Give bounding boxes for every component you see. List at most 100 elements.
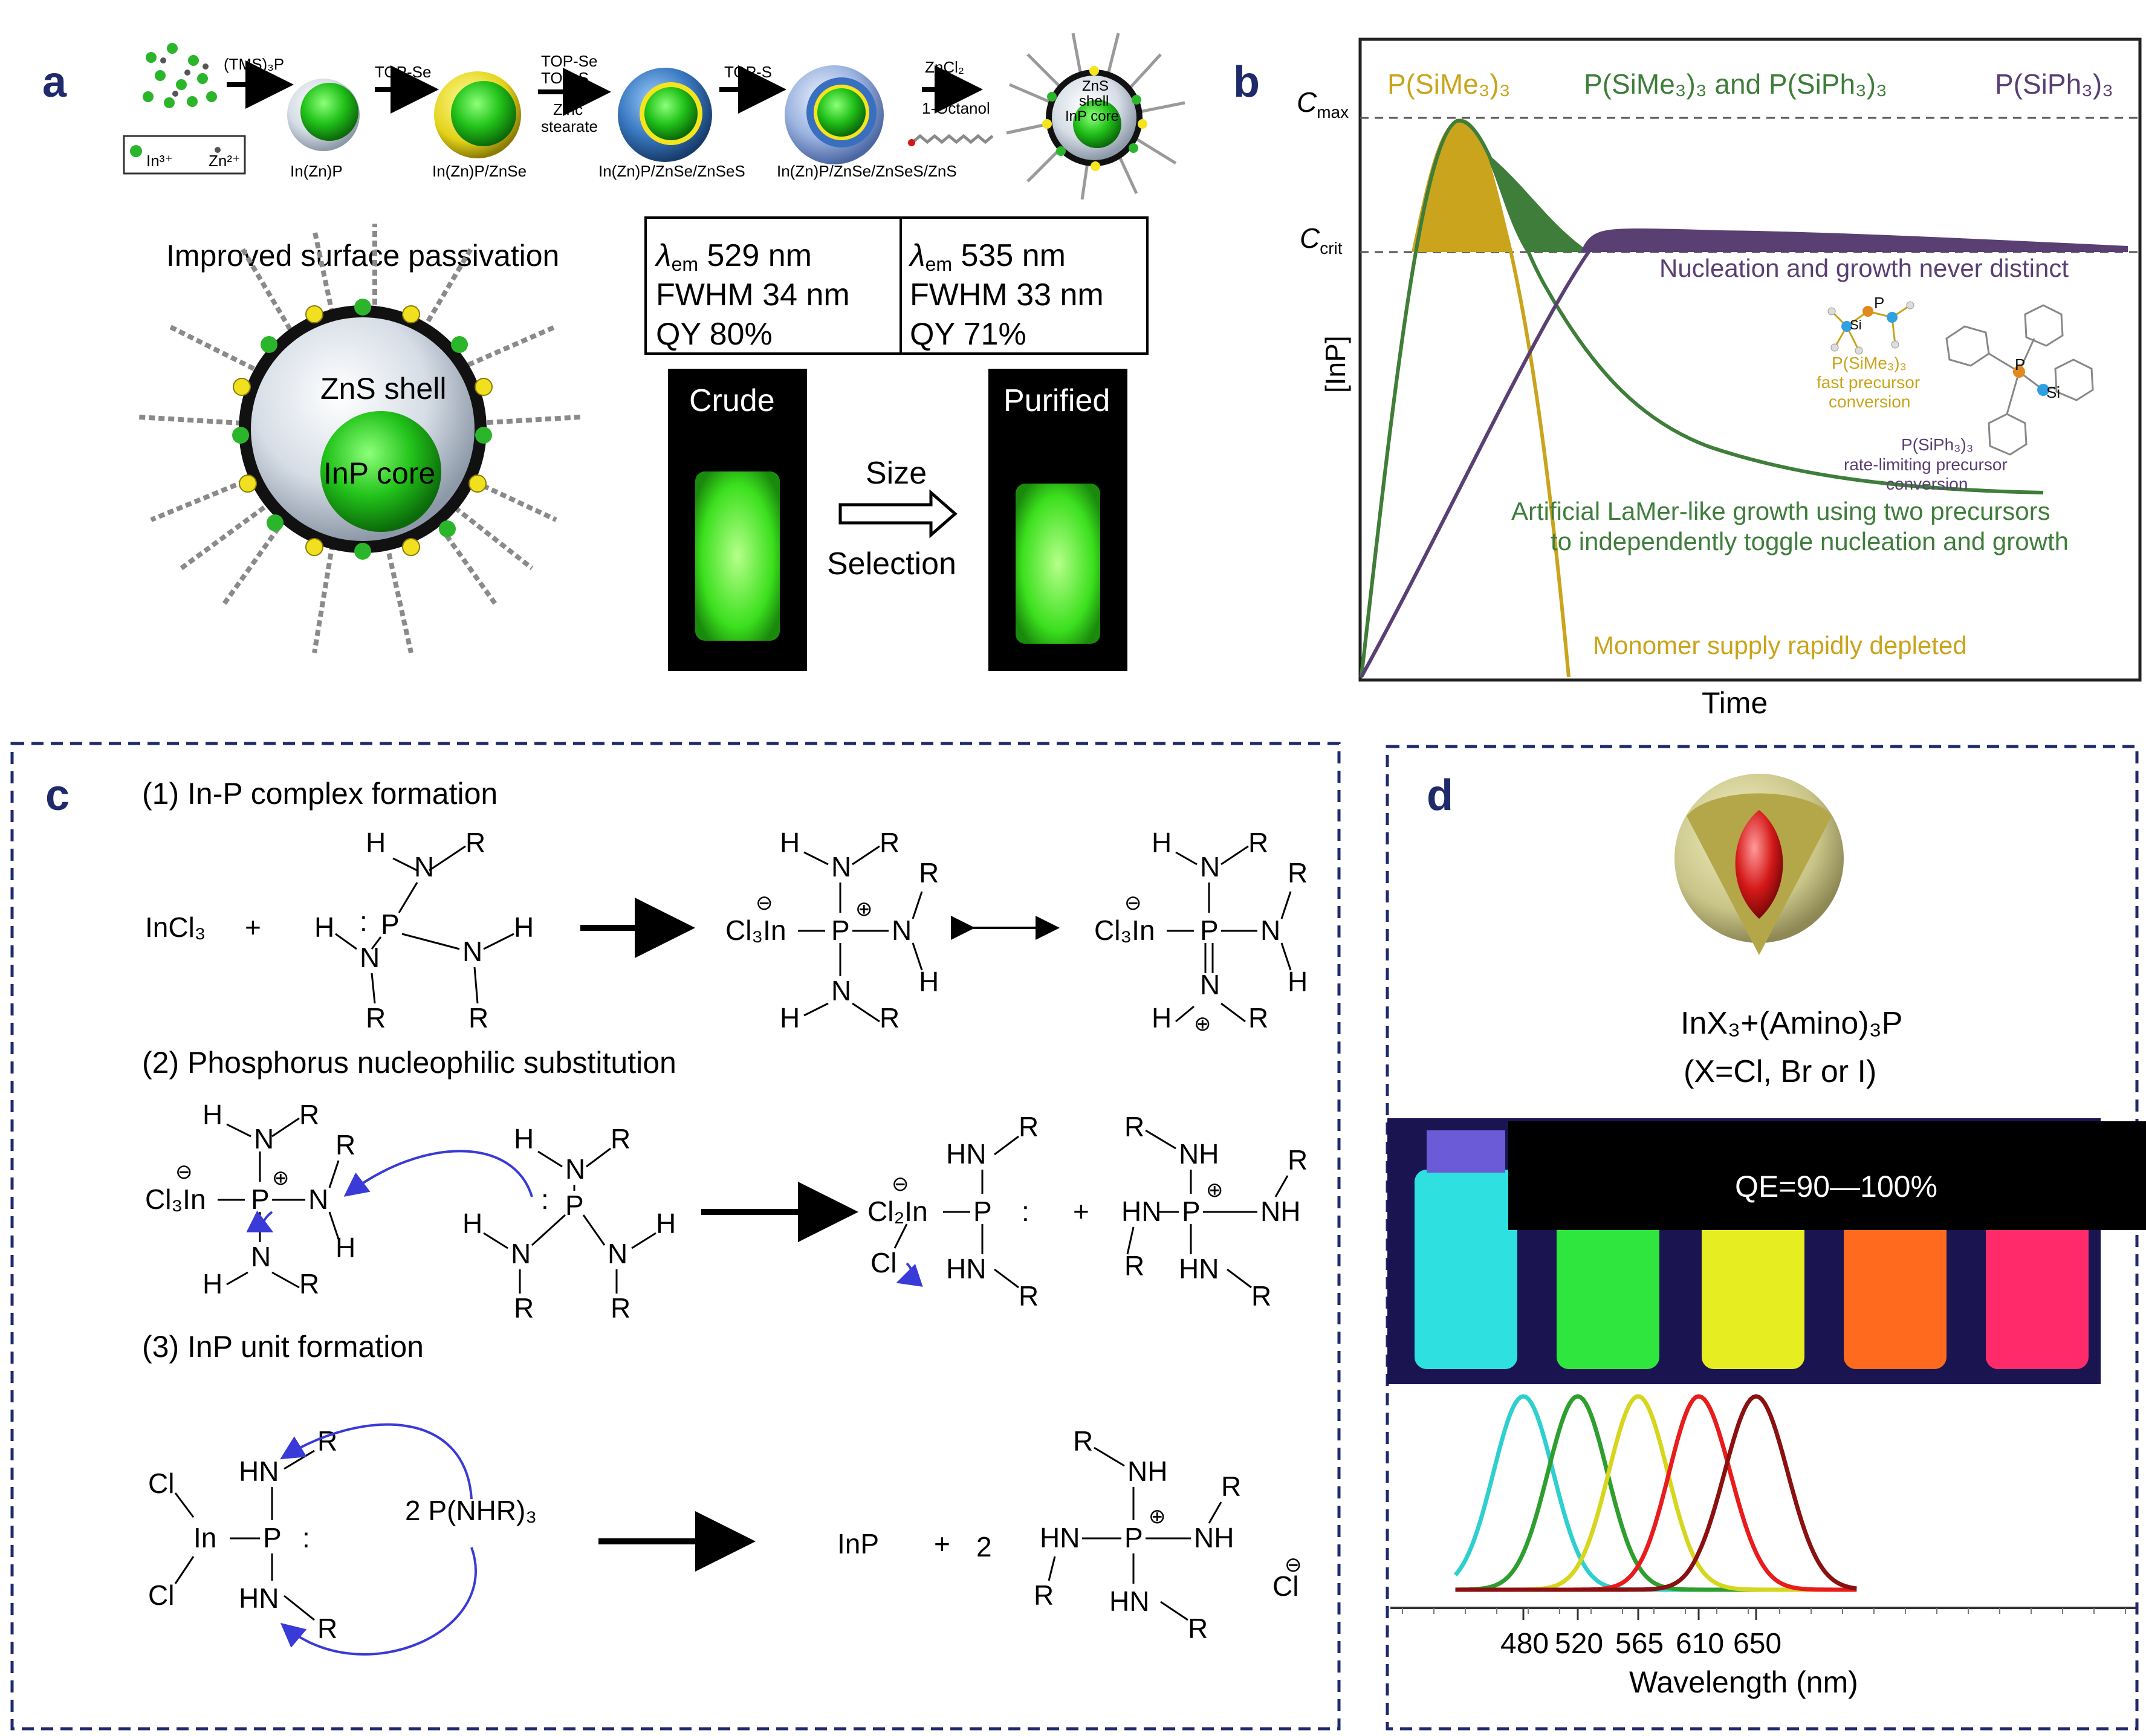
p-3: P [263, 1522, 282, 1553]
cl2in-2: Cl₂In [867, 1196, 928, 1227]
note-gold: Monomer supply rapidly depleted [1593, 631, 1967, 659]
purified-qy: QY 71% [910, 317, 1026, 352]
p-cat-1: P [831, 915, 850, 946]
r-3q-r: R [1221, 1471, 1241, 1502]
r-2q-r: R [1288, 1144, 1308, 1176]
nh-2q-r: NH [1260, 1196, 1300, 1227]
mol1-desc1: fast precursor [1817, 373, 1920, 392]
vial-crude: Crude [668, 369, 807, 671]
h-right: H [514, 912, 534, 943]
ion-legend-box [123, 135, 246, 175]
h-bot-1: H [780, 1002, 800, 1034]
synthesis-steps: (TMS)₃P In(Zn)P TOP-Se In(Zn)P/ZnSe TOP-… [224, 33, 1185, 200]
np-capped: ZnS shell InP core [1006, 33, 1185, 200]
r-3-bot: R [317, 1613, 337, 1644]
minus-2p: ⊖ [892, 1173, 909, 1196]
r-2q-top: R [1124, 1111, 1144, 1142]
gold-fill [1412, 119, 1511, 252]
hn-2p-top: HN [946, 1138, 986, 1170]
panel-d-letter: d [1427, 771, 1453, 820]
lone-pair: : [360, 905, 368, 937]
step3-reagent4: stearate [541, 117, 598, 135]
step4-product: In(Zn)P/ZnSe/ZnSeS/ZnS [777, 162, 957, 180]
r-2p-top: R [1019, 1111, 1039, 1142]
p-3q: P [1124, 1522, 1143, 1553]
header-3: P(SiPh₃)₃ [1995, 68, 2113, 100]
r-2p-bot: R [1019, 1280, 1039, 1312]
r-top-1: R [880, 827, 900, 858]
n-2nuc-l: N [511, 1238, 531, 1269]
minus-1: ⊖ [756, 892, 773, 915]
h-2nuc-top: H [514, 1123, 534, 1155]
plus-2q: ⊕ [1206, 1179, 1224, 1202]
h-2a: H [203, 1099, 222, 1130]
plus-cat-1: ⊕ [855, 898, 873, 921]
n-bot-1b: N [1200, 969, 1220, 1000]
vial-purified: Purified [988, 369, 1127, 671]
step1-product: In(Zn)P [290, 162, 343, 180]
atom-p-1: P [1874, 294, 1884, 312]
note-purple: Nucleation and growth never distinct [1659, 254, 2069, 282]
tick-label-565: 565 [1615, 1628, 1664, 1660]
nh-3q-r: NH [1194, 1522, 1234, 1553]
panel-d-frame [1386, 745, 2139, 1731]
purified-lambda: λem 535 nm [908, 238, 1066, 275]
purple-fill [1581, 228, 2128, 252]
cl3in-1b: Cl₃In [1094, 915, 1155, 946]
colon-2p: : [1022, 1196, 1029, 1227]
passivation-title: Improved surface passivation [166, 239, 559, 273]
two-3: 2 [976, 1531, 992, 1563]
p-2q: P [1182, 1196, 1201, 1227]
note-green-2: to independently toggle nucleation and g… [1551, 527, 2069, 555]
minus-1b: ⊖ [1124, 892, 1142, 915]
step2-title: (2) Phosphorus nucleophilic substitution [142, 1046, 676, 1080]
minus-2: ⊖ [175, 1161, 193, 1184]
inp-core-label: InP core [323, 456, 435, 490]
step4-reagent: TOP-S [724, 63, 772, 81]
tick-label-610: 610 [1676, 1628, 1724, 1660]
cl-3a: Cl [148, 1468, 174, 1499]
purified-label: Purified [1003, 383, 1110, 418]
atom-si-1: Si [1850, 317, 1862, 332]
h-top-1b: H [1152, 827, 1172, 858]
green-fill [1484, 151, 1590, 252]
step5-reagent: ZnCl₂ [925, 58, 964, 76]
r-right-1b: R [1288, 857, 1308, 889]
panel-c: c (1) In-P complex formation (2) Phospho… [10, 742, 1341, 1731]
n-right: N [462, 936, 482, 967]
mol2-desc2: conversion [1886, 474, 1968, 493]
spectra-curves [1453, 1394, 1857, 1592]
plus-3q: ⊕ [1149, 1505, 1166, 1528]
plus-2: ⊕ [272, 1167, 290, 1190]
header-2: P(SiMe₃)₃ and P(SiPh₃)₃ [1584, 68, 1887, 100]
size-selection-arrow [838, 489, 958, 539]
reaction-3: Cl In Cl P : HN R HN R 2 P(NHR)₃ InP + 2… [148, 1423, 1302, 1656]
n-right-1b: N [1260, 915, 1280, 946]
r-2b: R [336, 1129, 355, 1161]
hn-2q-bot: HN [1179, 1253, 1219, 1284]
step3-product: In(Zn)P/ZnSe/ZnSeS [598, 162, 745, 180]
r-3q-l: R [1034, 1579, 1054, 1611]
step1-title: (1) In-P complex formation [142, 777, 498, 811]
plus-1: + [245, 912, 261, 943]
spectrum-565 [1455, 1394, 1857, 1592]
p-1b: P [1200, 915, 1219, 946]
h-bot-1b: H [1152, 1002, 1172, 1034]
note-green-1: Artificial LaMer-like growth using two p… [1511, 497, 2050, 525]
step5-reagent2: 1-Octanol [922, 99, 990, 117]
p-atom: P [381, 908, 400, 940]
tick-label-520: 520 [1555, 1628, 1603, 1660]
r-right-1: R [919, 857, 939, 889]
incl3: InCl₃ [145, 912, 206, 943]
step2-reagent: TOP-Se [375, 63, 431, 81]
final-shell-label: ZnS [1082, 78, 1109, 94]
crude-fwhm: FWHM 34 nm [656, 277, 850, 313]
h-right-1b: H [1288, 966, 1308, 997]
qe-label: QE=90—100% [1735, 1170, 1937, 1203]
plus-3: + [934, 1528, 950, 1559]
cl-3b: Cl [148, 1579, 174, 1611]
r-2c: R [299, 1268, 319, 1300]
panel-c-frame [10, 742, 1341, 1731]
